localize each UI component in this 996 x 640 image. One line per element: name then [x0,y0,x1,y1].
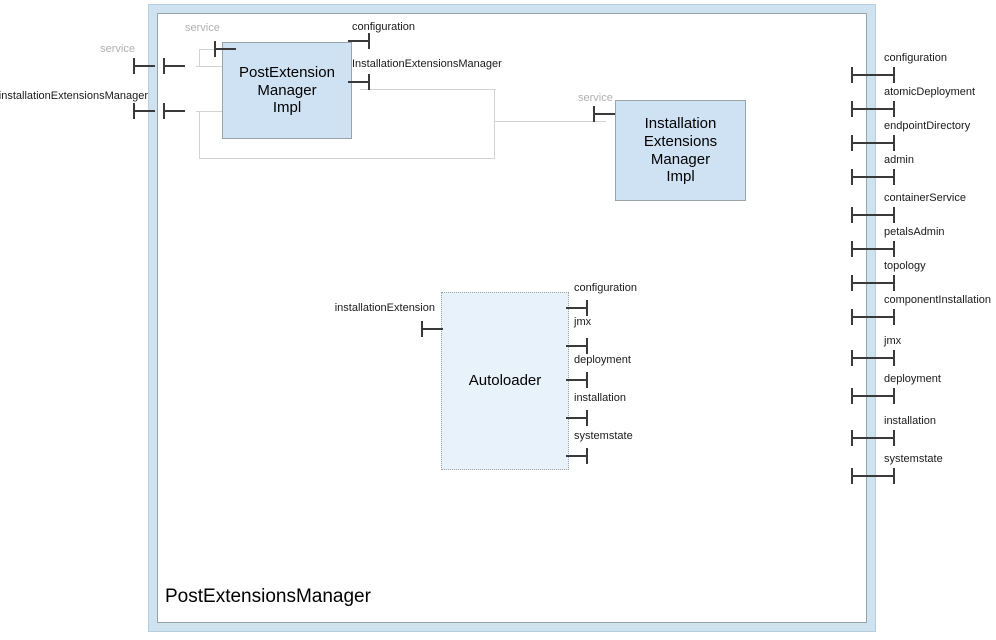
port-external-right-systemstate-outer[interactable] [873,468,895,484]
label-external-right-petals-admin: petalsAdmin [884,226,945,238]
port-external-left-service-outer[interactable] [133,58,155,74]
label-autoloader-systemstate: systemstate [574,430,633,442]
port-external-right-endpoint-directory-outer[interactable] [873,135,895,151]
label-external-right-admin: admin [884,154,914,166]
label-external-right-component-installation: componentInstallation [884,294,992,306]
wire-iem-ext-h1 [196,111,230,112]
port-pem-right-installation-extensions-manager[interactable] [348,74,370,90]
label-external-right-systemstate: systemstate [884,453,943,465]
label-autoloader-jmx: jmx [574,316,592,328]
label-autoloader-installation: installation [574,392,626,404]
wire-iem-ext-v2 [494,89,495,159]
port-autoloader-right-installation[interactable] [566,410,588,426]
label-external-right-configuration: configuration [884,52,947,64]
port-external-left-iem-outer[interactable] [133,103,155,119]
wire-iem-ext-h2 [199,158,495,159]
label-pem-service: service [185,22,220,34]
port-external-right-atomic-deployment-inner[interactable] [851,101,873,117]
wire-service-seg-h1 [196,66,226,67]
port-iem-left-service[interactable] [593,106,615,122]
label-external-right-installation: installation [884,415,936,427]
component-autoloader[interactable]: Autoloader [441,292,569,470]
component-installation-extensions-manager-impl[interactable]: Installation Extensions Manager Impl [615,100,746,201]
port-external-right-atomic-deployment-outer[interactable] [873,101,895,117]
port-pem-left-service[interactable] [214,41,236,57]
port-external-right-endpoint-directory-inner[interactable] [851,135,873,151]
label-autoloader-installation-extension: installationExtension [334,302,435,314]
component-label: PostExtension Manager Impl [239,63,335,117]
port-external-right-deployment-inner[interactable] [851,388,873,404]
label-external-right-topology: topology [884,260,926,272]
component-post-extension-manager-impl[interactable]: PostExtension Manager Impl [222,42,352,139]
port-external-right-petals-admin-inner[interactable] [851,241,873,257]
port-external-right-container-service-outer[interactable] [873,207,895,223]
label-pem-configuration: configuration [352,21,415,33]
label-external-right-atomic-deployment: atomicDeployment [884,86,976,98]
port-external-right-configuration-inner[interactable] [851,67,873,83]
port-autoloader-right-jmx[interactable] [566,338,588,354]
port-external-right-admin-outer[interactable] [873,169,895,185]
wire-service-seg-v [199,49,200,67]
port-external-left-iem-inner[interactable] [163,103,185,119]
label-autoloader-deployment: deployment [574,354,631,366]
label-iem-service: service [578,92,613,104]
label-external-right-container-service: containerService [884,192,966,204]
component-label: Installation Extensions Manager Impl [643,115,718,186]
wire-iem-ext-h3 [360,89,496,90]
port-external-right-systemstate-inner[interactable] [851,468,873,484]
port-autoloader-right-deployment[interactable] [566,372,588,388]
port-external-right-installation-outer[interactable] [873,430,895,446]
port-external-right-component-installation-inner[interactable] [851,309,873,325]
port-external-right-petals-admin-outer[interactable] [873,241,895,257]
port-autoloader-right-configuration[interactable] [566,300,588,316]
wire-iem-to-iemimpl [494,121,606,122]
label-external-left-service: service [100,43,135,55]
component-label: Autoloader [468,372,542,390]
port-external-right-admin-inner[interactable] [851,169,873,185]
port-external-right-installation-inner[interactable] [851,430,873,446]
port-pem-right-configuration[interactable] [348,33,370,49]
port-external-right-jmx-outer[interactable] [873,350,895,366]
port-external-right-configuration-outer[interactable] [873,67,895,83]
port-external-right-deployment-outer[interactable] [873,388,895,404]
port-external-right-topology-outer[interactable] [873,275,895,291]
port-external-right-container-service-inner[interactable] [851,207,873,223]
label-external-left-installation-extensions-manager: installationExtensionsManager [0,90,148,102]
label-external-right-endpoint-directory: endpointDirectory [884,120,971,132]
label-external-right-deployment: deployment [884,373,941,385]
label-pem-installation-extensions-manager: InstallationExtensionsManager [352,58,502,70]
composite-title: PostExtensionsManager [165,586,371,607]
port-autoloader-left-installation-extension[interactable] [421,321,443,337]
label-autoloader-configuration: configuration [574,282,637,294]
label-external-right-jmx: jmx [884,335,902,347]
port-external-right-component-installation-outer[interactable] [873,309,895,325]
wire-service-seg-h2 [199,49,227,50]
wire-iem-ext-v1 [199,111,200,159]
port-external-right-topology-inner[interactable] [851,275,873,291]
port-external-right-jmx-inner[interactable] [851,350,873,366]
port-autoloader-right-systemstate[interactable] [566,448,588,464]
port-external-left-service-inner[interactable] [163,58,185,74]
